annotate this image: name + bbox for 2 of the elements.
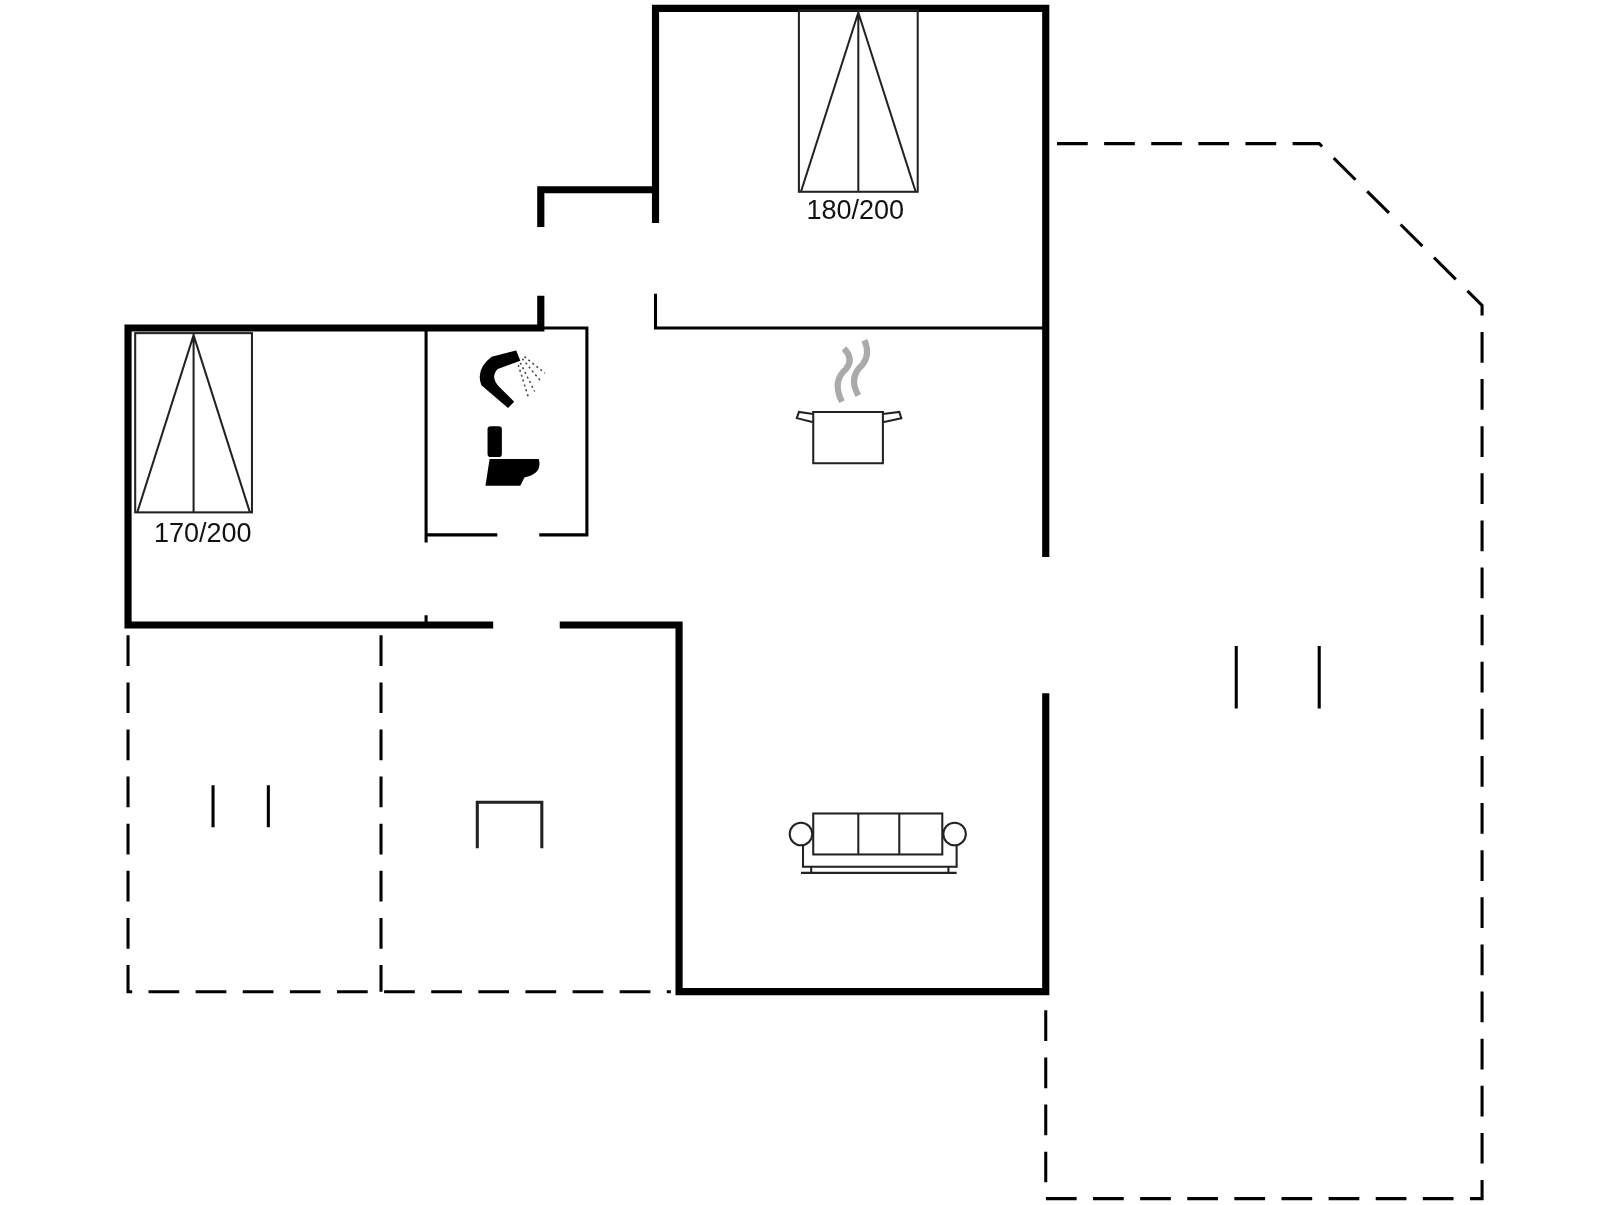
bed-size-label: 170/200 (154, 519, 252, 547)
bed-size-label: 180/200 (806, 196, 905, 224)
